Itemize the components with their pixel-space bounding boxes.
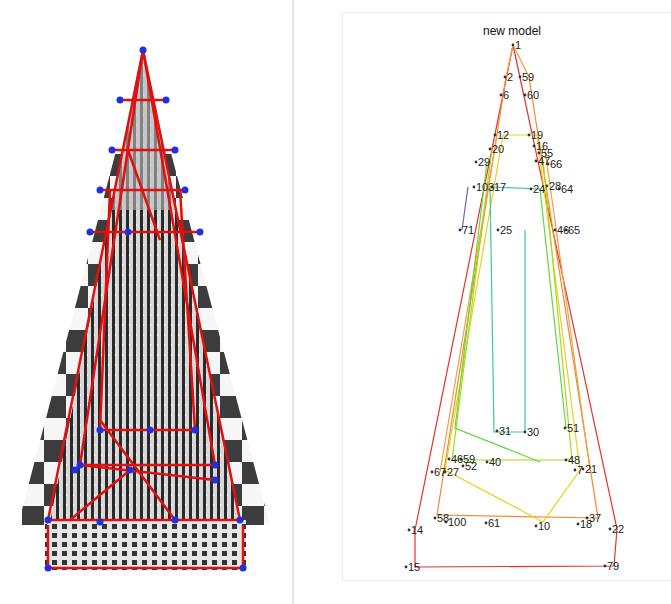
vertex-dot (408, 529, 411, 532)
vertex-dot (533, 145, 536, 148)
vertex-dot (405, 566, 408, 569)
plot-title: new model (483, 25, 541, 37)
point-number: 31 (499, 425, 511, 437)
vertex-dot (512, 44, 515, 47)
feature-points (45, 47, 247, 572)
point-number: 27 (447, 466, 459, 478)
point-number: 10 (538, 520, 550, 532)
point-number: 103 (476, 181, 494, 193)
vertex-dot (564, 427, 567, 430)
model-photo (0, 50, 290, 570)
vertex-dot (535, 525, 538, 528)
point-number: 21 (585, 463, 597, 475)
model-wireframe (415, 45, 617, 567)
point-number: 52 (465, 460, 477, 472)
point-number: 19 (531, 129, 543, 141)
vertex-dot (538, 152, 541, 155)
vertex-dot (554, 229, 557, 232)
vertex-dot (494, 134, 497, 137)
vertex-dot (535, 160, 538, 163)
vertex-dot (546, 185, 549, 188)
vertex-dot (431, 471, 434, 474)
vertex-dot (496, 430, 499, 433)
point-number: 46 (451, 453, 463, 465)
point-number: 40 (489, 456, 501, 468)
point-number: 61 (488, 517, 500, 529)
point-number: 28 (549, 180, 561, 192)
point-number: 30 (527, 426, 539, 438)
vertex-dot (497, 229, 500, 232)
point-number: 20 (492, 143, 504, 155)
vertex-dot (528, 134, 531, 137)
wireframe-overlay (48, 50, 243, 568)
vertex-dot (434, 517, 437, 520)
point-number: 100 (448, 516, 466, 528)
point-number: 65 (568, 224, 580, 236)
point-number: 7 (577, 464, 583, 476)
point-number: 12 (497, 129, 509, 141)
vertex-dot (604, 565, 607, 568)
point-number: 29 (478, 156, 490, 168)
vertex-dot (475, 161, 478, 164)
point-number: 37 (589, 512, 601, 524)
point-number: 24 (533, 183, 545, 195)
vertex-dot (519, 76, 522, 79)
vertex-dot (473, 186, 476, 189)
vertex-dot (577, 523, 580, 526)
vertex-dot (524, 94, 527, 97)
point-number: 17 (494, 181, 506, 193)
vertex-markers (405, 44, 612, 569)
point-number: 46 (557, 224, 569, 236)
point-number: 51 (567, 422, 579, 434)
vertex-dot (574, 469, 577, 472)
vertex-dot (565, 459, 568, 462)
point-number: 14 (411, 524, 423, 536)
point-number: 2 (507, 71, 513, 83)
point-number: 6 (503, 89, 509, 101)
point-number: 79 (607, 560, 619, 572)
vertex-dot (459, 229, 462, 232)
vertex-dot (489, 148, 492, 151)
vertex-dot (524, 431, 527, 434)
point-number: 64 (561, 183, 573, 195)
vertex-dot (448, 458, 451, 461)
point-number: 58 (437, 512, 449, 524)
point-number: 66 (550, 158, 562, 170)
point-number: 15 (408, 561, 420, 573)
point-number: 47 (538, 155, 550, 167)
vertex-dot (504, 76, 507, 79)
point-number: 71 (462, 224, 474, 236)
point-number: 22 (612, 523, 624, 535)
point-number: 25 (500, 224, 512, 236)
vertex-dot (500, 94, 503, 97)
point-number: 67 (434, 466, 446, 478)
vertex-dot (609, 528, 612, 531)
vertex-dot (485, 522, 488, 525)
point-number: 60 (527, 89, 539, 101)
vertex-dot (530, 188, 533, 191)
divider (293, 0, 294, 604)
plot-frame (343, 13, 671, 581)
point-number: 59 (522, 71, 534, 83)
point-number: 1 (515, 39, 521, 51)
vertex-dot (462, 465, 465, 468)
vertex-dot (486, 461, 489, 464)
